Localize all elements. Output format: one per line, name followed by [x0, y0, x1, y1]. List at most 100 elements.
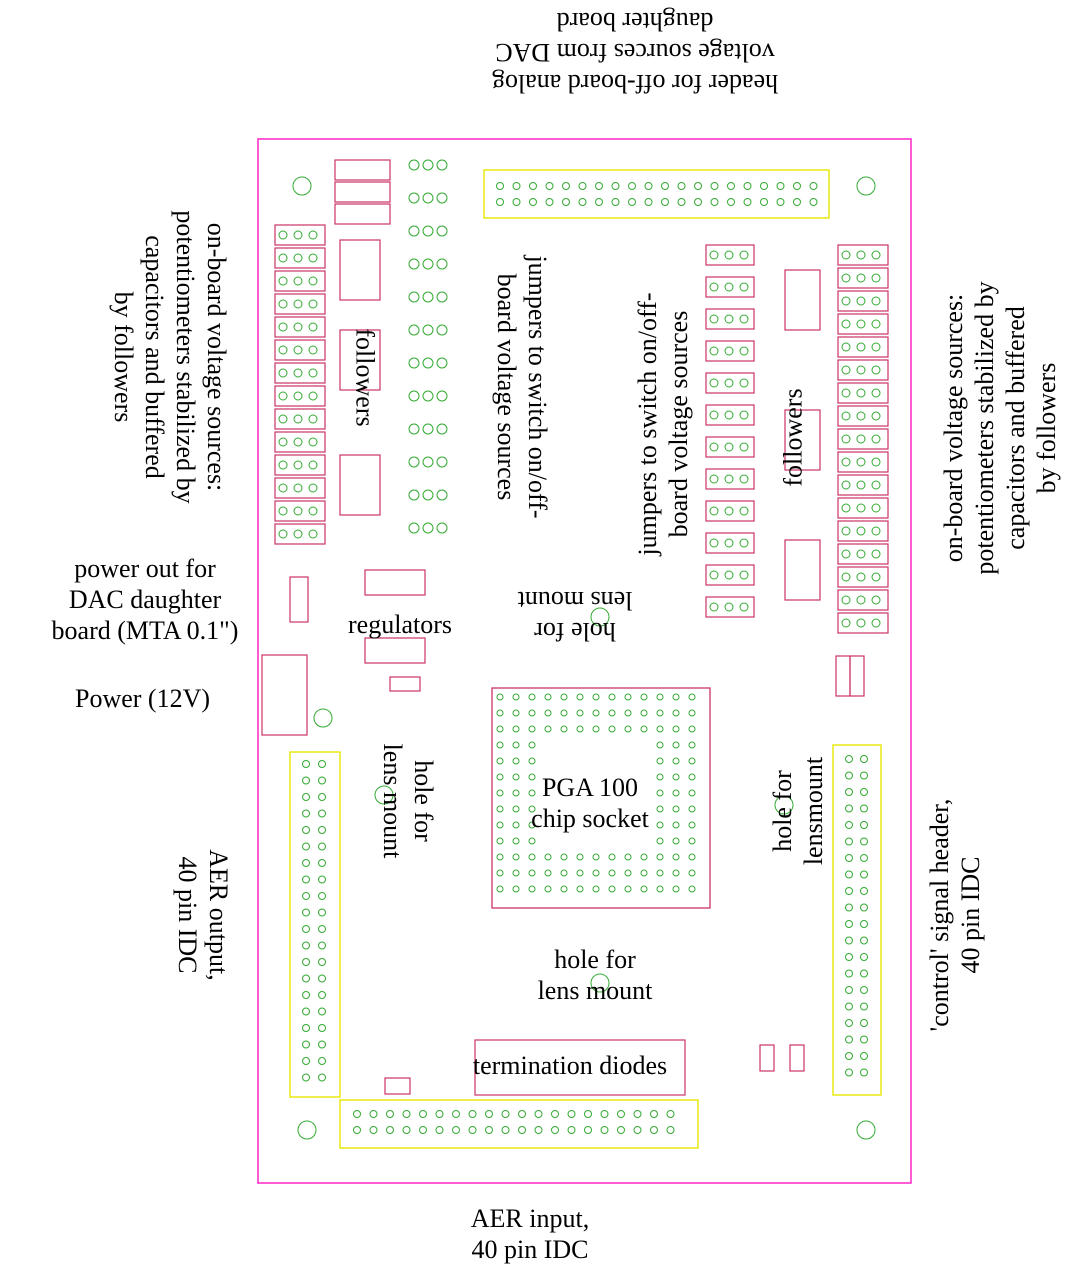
pga-pin [640, 725, 648, 733]
pga-pin [688, 821, 696, 829]
jumper-pin [408, 423, 420, 435]
potentiometer [837, 428, 889, 450]
header-pin [776, 182, 785, 190]
component [835, 655, 851, 697]
potentiometer [274, 500, 326, 522]
header-pin [468, 1126, 477, 1134]
pot-pin [856, 296, 866, 306]
pot-pin [278, 529, 288, 539]
header-pin [628, 198, 636, 206]
pga-pin [624, 853, 632, 861]
jumper-pin [709, 506, 719, 516]
daq-header-outline [483, 169, 830, 219]
pga-pin [528, 709, 536, 717]
pga-pin [624, 885, 632, 893]
pga-pin [544, 693, 552, 701]
jumper-pin [739, 378, 749, 388]
header-pin [860, 969, 868, 978]
pga-pin [608, 885, 616, 893]
header-pin [318, 826, 326, 834]
header-pin [666, 1126, 675, 1134]
pga-pin [560, 725, 568, 733]
jumper-pin [724, 474, 734, 484]
pot-pin [278, 253, 288, 263]
pga-pin [608, 853, 616, 861]
header-pin [551, 1126, 559, 1134]
label-followers-right: followers [778, 388, 808, 487]
header-pin [760, 182, 768, 190]
jumper-pin [436, 291, 448, 303]
header-pin [578, 182, 587, 190]
jumper-pin [709, 410, 719, 420]
header-pin [318, 1024, 326, 1032]
header-pin [485, 1110, 493, 1118]
pga-pin [672, 805, 680, 813]
potentiometer [837, 589, 889, 611]
pga-pin [512, 837, 520, 845]
pga-pin [672, 837, 680, 845]
jumper-block [705, 500, 755, 522]
header-pin [617, 1110, 625, 1118]
pga-pin [576, 725, 584, 733]
pga-pin [560, 709, 568, 717]
jumper-pin [709, 314, 719, 324]
header-pin [860, 755, 868, 763]
pot-pin [871, 296, 881, 306]
header-pin [845, 788, 853, 796]
pot-pin [293, 460, 303, 470]
pga-pin [560, 693, 568, 701]
pot-pin [871, 342, 881, 352]
header-pin [302, 1057, 310, 1065]
pga-pin [528, 741, 536, 749]
pga-pin [496, 773, 504, 781]
jumper-pin [436, 324, 448, 336]
pot-pin [841, 296, 851, 306]
pga-pin [528, 821, 536, 829]
header-pin [302, 908, 310, 917]
pot-pin [308, 253, 318, 263]
pot-pin [278, 483, 288, 493]
component [849, 655, 865, 697]
header-pin [860, 953, 868, 961]
jumper-pin [436, 357, 448, 369]
pga-pin [640, 853, 648, 861]
header-pin [501, 1126, 510, 1134]
jumper-pin [408, 258, 420, 270]
header-pin [845, 887, 853, 895]
potentiometer [274, 270, 326, 292]
header-pin [584, 1126, 592, 1134]
header-pin [860, 1019, 868, 1027]
pga-pin [512, 821, 520, 829]
pga-pin [496, 693, 504, 701]
jumper-pin [739, 474, 749, 484]
pot-pin [841, 319, 851, 329]
jumper-pin [739, 538, 749, 548]
pot-pin [293, 437, 303, 447]
pot-pin [871, 595, 881, 605]
header-pin [369, 1110, 378, 1118]
header-pin [845, 1002, 853, 1011]
pga-pin [656, 709, 664, 717]
potentiometer [274, 385, 326, 407]
jumper-pin [739, 442, 749, 452]
header-pin [860, 1035, 868, 1044]
header-pin [860, 771, 868, 780]
pga-pin [576, 853, 584, 861]
jumper-pin [422, 159, 434, 171]
potentiometer [837, 497, 889, 519]
header-pin [860, 887, 868, 895]
label-jumpers-right: jumpers to switch on/off-board voltage s… [633, 292, 693, 556]
header-pin [318, 760, 326, 768]
potentiometer [837, 267, 889, 289]
lens-mount-hole [774, 795, 794, 815]
header-pin [611, 198, 620, 206]
header-pin [845, 755, 853, 763]
pot-pin [308, 483, 318, 493]
pot-pin [871, 618, 881, 628]
header-pin [694, 182, 702, 190]
header-pin [666, 1110, 675, 1118]
header-pin [860, 936, 868, 945]
